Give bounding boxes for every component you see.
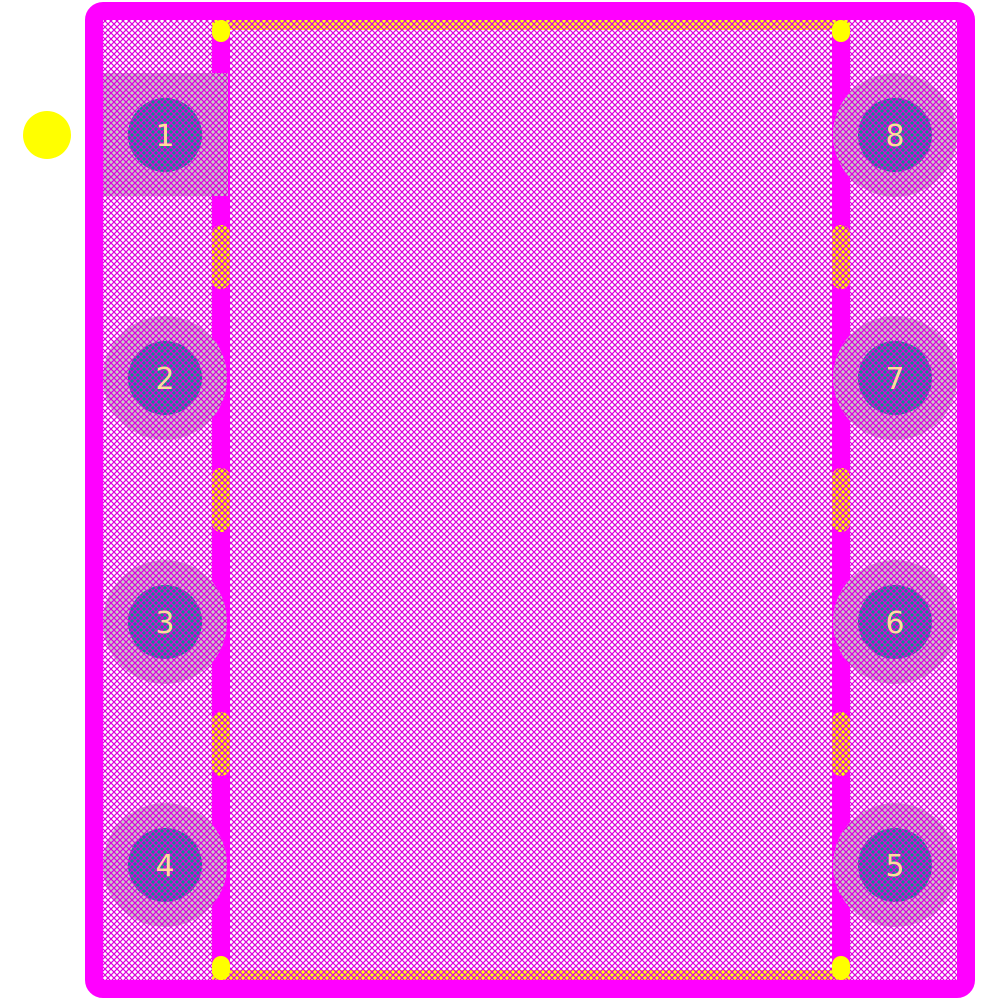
pin-8[interactable]: 8 xyxy=(833,73,957,197)
courtyard-hatch xyxy=(94,11,966,989)
pin-4[interactable]: 4 xyxy=(103,803,227,927)
pin-6[interactable]: 6 xyxy=(833,560,957,684)
body-corner-markers xyxy=(212,20,850,980)
pin1-indicator-dot xyxy=(23,111,71,159)
pin-number: 2 xyxy=(155,362,174,397)
pin-1[interactable]: 1 xyxy=(103,73,228,196)
pin-3[interactable]: 3 xyxy=(103,560,227,684)
pin-number: 6 xyxy=(885,606,904,641)
pin-number: 1 xyxy=(155,119,174,154)
pin-2[interactable]: 2 xyxy=(103,316,227,440)
pin-number: 4 xyxy=(155,849,174,884)
pin-number: 5 xyxy=(885,849,904,884)
pin-7[interactable]: 7 xyxy=(833,316,957,440)
pin-number: 8 xyxy=(885,119,904,154)
pin-number: 7 xyxy=(885,362,904,397)
pin-number: 3 xyxy=(155,606,174,641)
courtyard-outline xyxy=(85,2,975,998)
pin-5[interactable]: 5 xyxy=(833,803,957,927)
